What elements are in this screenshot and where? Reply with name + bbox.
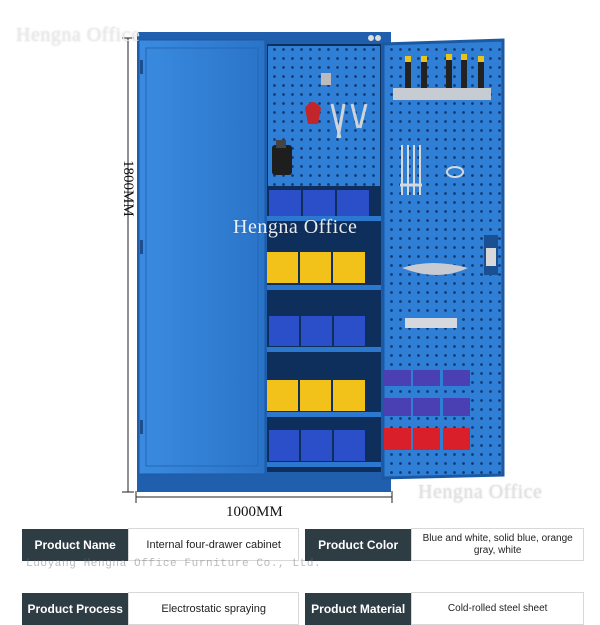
watermark-bottom: Hengna Office bbox=[418, 481, 543, 503]
product-name-label: Product Name bbox=[22, 528, 129, 561]
shelves bbox=[267, 216, 381, 467]
product-name-value: Internal four-drawer cabinet bbox=[128, 528, 299, 561]
door-bins bbox=[384, 370, 470, 450]
spec-row: Product Name Internal four-drawer cabine… bbox=[22, 528, 584, 561]
product-material-value: Cold-rolled steel sheet bbox=[411, 592, 584, 625]
watermark-top: Hengna Office bbox=[16, 24, 141, 46]
spec-row: Product Process Electrostatic spraying P… bbox=[22, 592, 584, 625]
cabinet-illustration bbox=[122, 32, 505, 503]
door-tools bbox=[393, 54, 498, 328]
product-process-label: Product Process bbox=[22, 592, 129, 625]
left-door bbox=[138, 39, 266, 475]
product-color-value: Blue and white, solid blue, orange gray,… bbox=[411, 528, 584, 561]
watermark-middle: Hengna Office bbox=[233, 216, 358, 238]
width-dimension-label: 1000MM bbox=[226, 504, 283, 520]
height-dimension-label: 1800MM bbox=[120, 160, 136, 217]
height-dimension-line bbox=[122, 37, 134, 493]
width-dimension-line bbox=[135, 491, 393, 503]
spec-table: Product Name Internal four-drawer cabine… bbox=[22, 528, 584, 625]
interior-bins bbox=[267, 190, 369, 461]
product-process-value: Electrostatic spraying bbox=[128, 592, 299, 625]
watermark-company: Luoyang Hengna Office Furniture Co., Ltd… bbox=[26, 558, 322, 570]
product-color-label: Product Color bbox=[304, 528, 412, 561]
interior-tools bbox=[272, 73, 368, 175]
product-material-label: Product Material bbox=[304, 592, 412, 625]
